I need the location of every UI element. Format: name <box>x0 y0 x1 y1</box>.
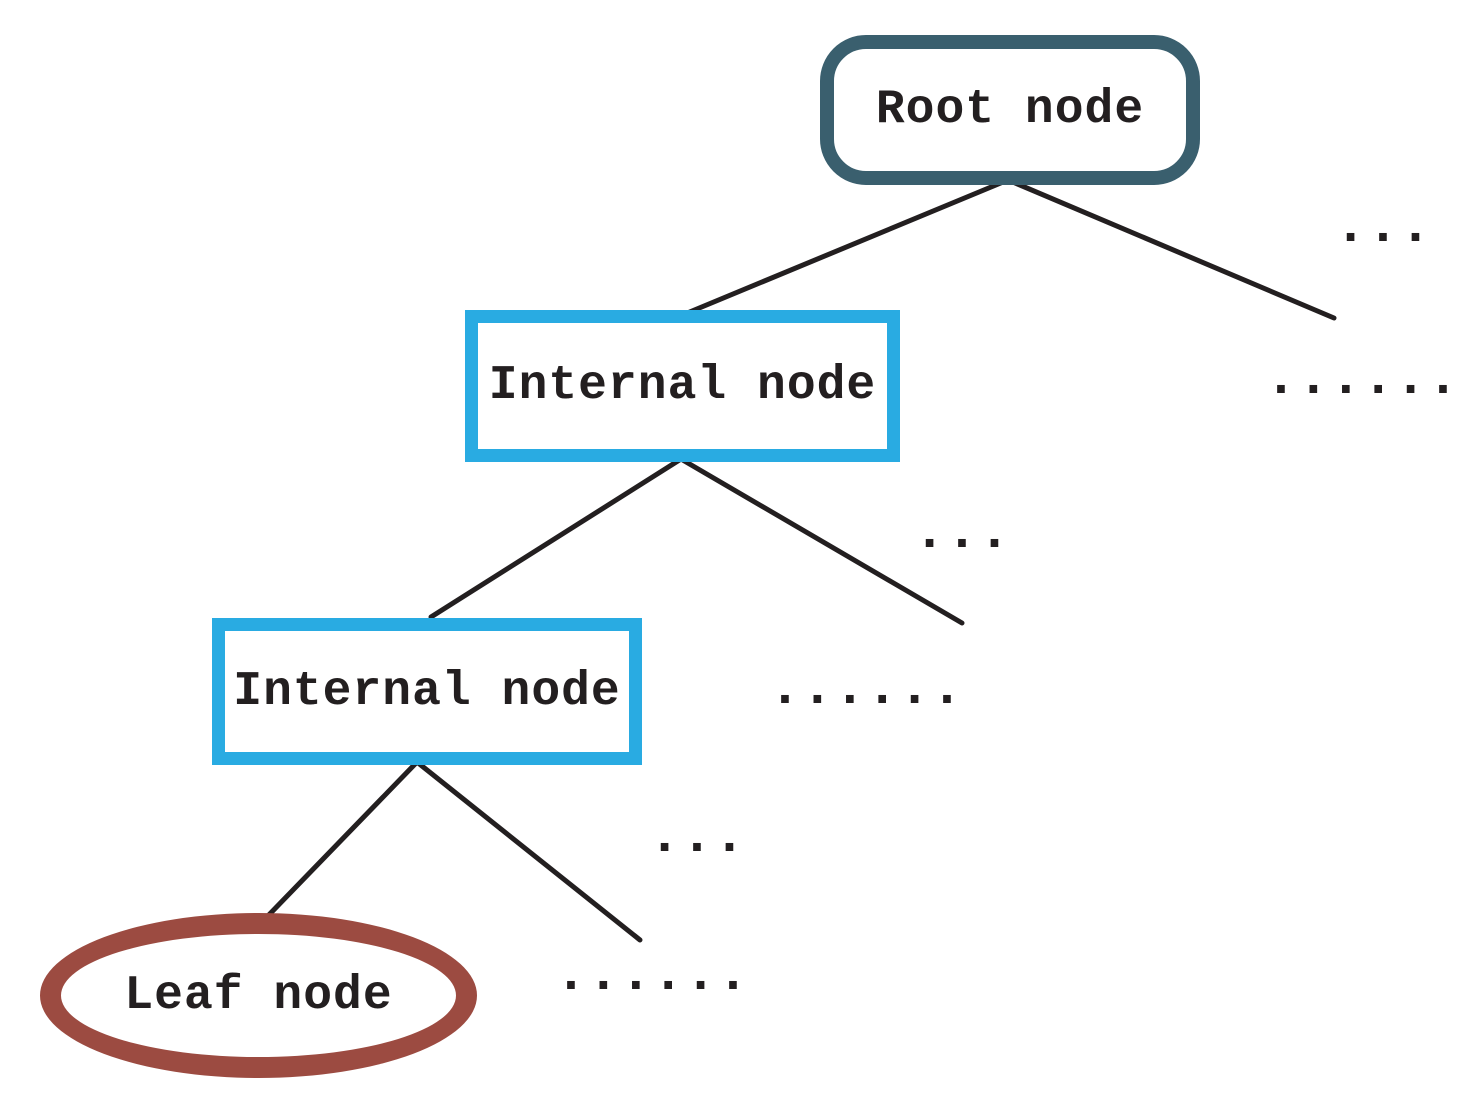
node-internal-bottom-label: Internal node <box>233 664 621 719</box>
node-root-label: Root node <box>875 83 1145 137</box>
edge-internal-bottom-to-leaf <box>259 759 420 925</box>
node-internal-top-label: Internal node <box>488 359 877 413</box>
ellipsis-bottom-long: ...... <box>554 945 750 1006</box>
node-root: Root node <box>820 35 1200 185</box>
edge-root-to-right-subtree <box>1005 177 1337 321</box>
ellipsis-mid-long: ...... <box>768 659 964 720</box>
ellipsis-bottom-short: ... <box>648 807 746 868</box>
edge-internal-top-to-internal-bottom <box>428 456 684 620</box>
node-leaf-label: Leaf node <box>124 968 393 1023</box>
edge-internal-bottom-to-right-subtree <box>414 759 643 943</box>
node-leaf: Leaf node <box>40 913 477 1078</box>
ellipsis-top-long: ...... <box>1264 349 1460 410</box>
edge-internal-top-to-right-subtree <box>678 456 965 626</box>
node-internal-bottom: Internal node <box>212 618 642 765</box>
node-internal-top: Internal node <box>465 310 900 462</box>
ellipsis-top-short: ... <box>1334 197 1432 258</box>
edge-root-to-internal-top <box>677 177 1011 319</box>
ellipsis-mid-short: ... <box>913 503 1011 564</box>
